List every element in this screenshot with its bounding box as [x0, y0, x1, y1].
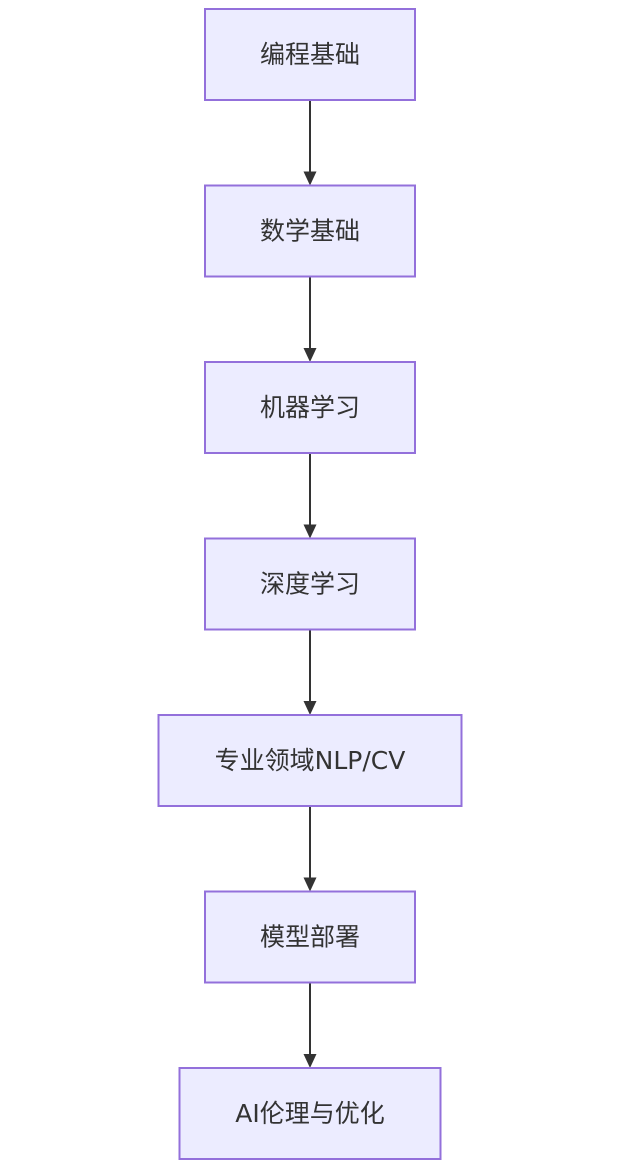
- node-n6: 模型部署: [204, 890, 416, 984]
- node-label: 专业领域NLP/CV: [215, 746, 406, 775]
- node-label: 编程基础: [260, 40, 360, 69]
- edge-n3-n4: [303, 453, 317, 539]
- edge-n6-n7: [303, 982, 317, 1068]
- node-box: [157, 714, 463, 807]
- node-label: 机器学习: [260, 393, 360, 422]
- node-n7: AI伦理与优化: [178, 1067, 442, 1160]
- node-box: [204, 890, 416, 984]
- node-n4: 深度学习: [204, 537, 416, 631]
- edge-n2-n3: [303, 276, 317, 362]
- arrowhead-icon: [303, 1054, 317, 1068]
- node-box: [204, 184, 416, 278]
- arrowhead-icon: [303, 701, 317, 715]
- node-label: 深度学习: [260, 570, 360, 599]
- edges-layer: [303, 100, 317, 1068]
- node-n3: 机器学习: [204, 361, 416, 454]
- node-box: [204, 8, 416, 101]
- node-n1: 编程基础: [204, 8, 416, 101]
- node-label: 模型部署: [260, 923, 360, 952]
- node-n5: 专业领域NLP/CV: [157, 714, 463, 807]
- node-box: [204, 361, 416, 454]
- edge-n4-n5: [303, 629, 317, 715]
- arrowhead-icon: [303, 524, 317, 539]
- arrowhead-icon: [303, 171, 317, 186]
- node-box: [178, 1067, 442, 1160]
- arrowhead-icon: [303, 877, 317, 892]
- edge-n1-n2: [303, 100, 317, 186]
- arrowhead-icon: [303, 348, 317, 362]
- node-label: 数学基础: [260, 217, 360, 246]
- edge-n5-n6: [303, 806, 317, 892]
- node-box: [204, 537, 416, 631]
- node-n2: 数学基础: [204, 184, 416, 278]
- node-label: AI伦理与优化: [235, 1099, 384, 1128]
